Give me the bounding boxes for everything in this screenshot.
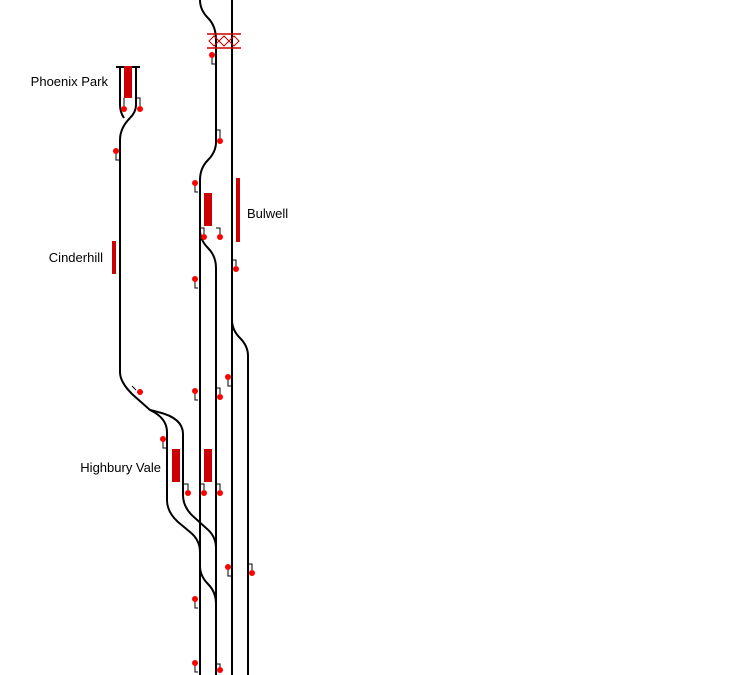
platforms — [112, 66, 240, 482]
signal-icon — [183, 483, 191, 496]
signal-icon — [200, 483, 207, 496]
signal-icon — [192, 276, 198, 289]
track-phoenix-west — [119, 67, 125, 119]
signal-icon — [136, 97, 143, 112]
track-cinderhill-single — [119, 117, 159, 413]
track-main-east — [231, 0, 249, 675]
signal-icon — [131, 385, 143, 395]
platform-highbury-vale-east — [204, 449, 212, 482]
signal-icon — [160, 436, 166, 449]
label-cinderhill: Cinderhill — [49, 250, 103, 265]
track-phoenix-east — [129, 67, 137, 119]
signal-icon — [209, 52, 215, 65]
label-bulwell: Bulwell — [247, 206, 288, 221]
signal-icon — [121, 98, 127, 112]
track-main-west — [199, 0, 217, 675]
signal-icon — [200, 227, 207, 240]
signal-icon — [192, 596, 198, 609]
station-labels: Phoenix Park Cinderhill Bulwell Highbury… — [31, 74, 289, 475]
signal-icon — [216, 129, 223, 144]
signals — [113, 52, 255, 673]
tracks — [116, 0, 249, 675]
signal-icon — [192, 660, 198, 673]
platform-phoenix-park — [124, 66, 132, 98]
signal-icon — [192, 180, 198, 193]
platform-bulwell-tram — [204, 193, 212, 226]
signal-icon — [113, 148, 119, 161]
track-highbury-west — [149, 409, 201, 553]
platform-bulwell-rail — [236, 178, 240, 242]
signal-icon — [192, 388, 198, 401]
signal-icon — [225, 564, 231, 577]
signal-icon — [248, 563, 255, 576]
signal-icon — [225, 374, 231, 387]
signal-icon — [216, 227, 223, 240]
platform-highbury-vale-west — [172, 449, 180, 482]
label-highbury-vale: Highbury Vale — [80, 460, 161, 475]
signal-icon — [216, 387, 223, 400]
signal-icon — [232, 259, 239, 272]
level-crossing — [207, 33, 241, 49]
label-phoenix-park: Phoenix Park — [31, 74, 109, 89]
track-crossover-south — [199, 565, 217, 605]
track-highbury-east — [157, 411, 217, 549]
signal-icon — [216, 483, 223, 496]
platform-cinderhill — [112, 241, 116, 274]
signal-icon — [216, 663, 223, 673]
